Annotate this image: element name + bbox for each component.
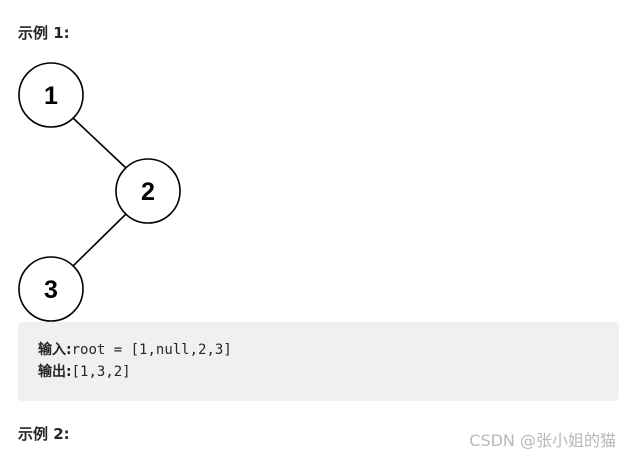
example-1-code-block: 输入:root = [1,null,2,3] 输出:[1,3,2] (18, 322, 619, 401)
example-1-heading: 示例 1: (18, 24, 70, 42)
tree-edge-2-3 (72, 213, 127, 267)
tree-node-1-label: 1 (44, 82, 58, 110)
binary-tree-diagram: 1 2 3 (18, 62, 181, 322)
output-label: 输出: (38, 364, 72, 380)
output-line: 输出:[1,3,2] (38, 361, 619, 383)
example-2-heading: 示例 2: (18, 425, 70, 443)
tree-node-2: 2 (115, 158, 181, 224)
watermark: CSDN @张小姐的猫 (469, 431, 616, 450)
tree-node-2-label: 2 (141, 178, 155, 206)
tree-node-3-label: 3 (44, 276, 58, 304)
input-line: 输入:root = [1,null,2,3] (38, 339, 619, 361)
input-label: 输入: (38, 342, 72, 358)
input-value: root = [1,null,2,3] (71, 342, 232, 358)
tree-node-1: 1 (18, 62, 84, 128)
tree-node-3: 3 (18, 256, 84, 322)
tree-edge-1-2 (72, 117, 127, 169)
output-value: [1,3,2] (71, 364, 131, 380)
